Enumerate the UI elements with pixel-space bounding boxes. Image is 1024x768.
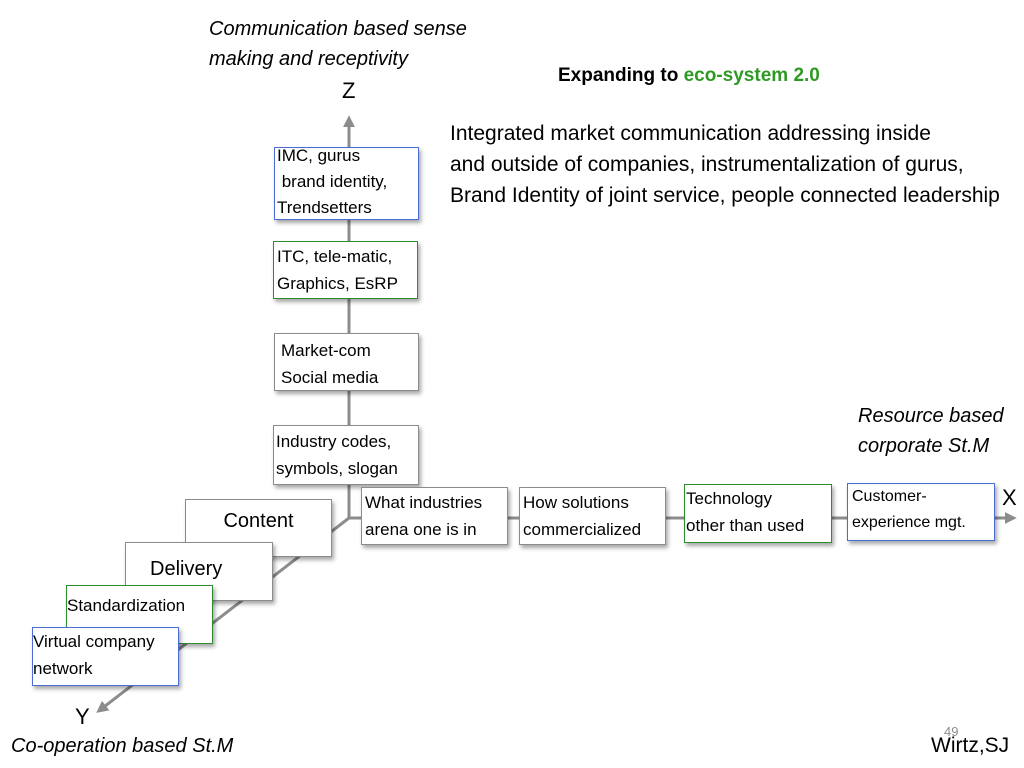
x-box-technology-line-2: other than used [686,516,805,535]
y-axis-letter: Y [75,704,90,729]
y-box-virtual-company: Virtual company network [32,627,179,686]
z-box-imc-gurus: IMC, gurus brand identity, Trendsetters [274,146,419,220]
x-box-customer-line-1: Customer- [852,488,927,505]
x-box-arena-line-1: What industries [365,493,483,512]
z-box-market-line-2: Social media [281,368,379,387]
z-box-imc-line-2: brand identity, [277,172,388,191]
z-box-market-line-1: Market-com [281,341,371,360]
x-box-solutions-line-2: commercialized [523,520,642,539]
y-box-virtual-line-2: network [33,659,93,678]
z-box-industry-line-2: symbols, slogan [276,459,398,478]
x-axis-caption-line-1: Resource based [858,405,1004,427]
description-text: Integrated market communication addressi… [450,118,1000,211]
x-box-customer-experience: Customer- experience mgt. [847,483,995,541]
x-box-solutions: How solutions commercialized [519,487,666,545]
z-box-market-com: Market-com Social media [274,333,419,391]
description-line-3: Brand Identity of joint service, people … [450,184,1000,207]
x-axis-letter: X [1002,485,1017,510]
description-line-2: and outside of companies, instrumentaliz… [450,153,964,176]
title-highlight: eco-system 2.0 [683,65,820,86]
z-axis-caption-line-2: making and receptivity [209,48,408,70]
x-box-industries-arena: What industries arena one is in [361,487,508,545]
y-box-content-label: Content [223,510,294,532]
slide-title: Expanding to eco-system 2.0 [558,65,820,87]
y-box-virtual-line-1: Virtual company [33,632,155,651]
z-box-itc-line-1: ITC, tele-matic, [277,247,393,266]
z-axis-letter: Z [342,78,356,103]
x-axis-caption-line-2: corporate St.M [858,435,990,457]
y-box-standardization-label: Standardization [67,596,186,615]
x-box-solutions-line-1: How solutions [523,493,629,512]
x-box-customer-line-2: experience mgt. [852,514,966,531]
author-label: Wirtz,SJ [931,734,1010,757]
x-axis-caption: Resource based corporate St.M [858,401,1004,461]
x-box-arena-line-2: arena one is in [365,520,477,539]
y-box-delivery-label: Delivery [150,558,223,580]
z-axis-caption-line-1: Communication based sense [209,18,467,40]
z-box-industry-line-1: Industry codes, [276,432,392,451]
x-box-technology: Technology other than used [684,484,832,543]
z-box-industry-codes: Industry codes, symbols, slogan [273,425,419,485]
z-box-imc-line-1: IMC, gurus [277,146,361,165]
z-box-itc: ITC, tele-matic, Graphics, EsRP [273,241,418,299]
z-axis-caption: Communication based sense making and rec… [209,14,467,74]
z-box-imc-line-3: Trendsetters [277,198,372,217]
z-box-itc-line-2: Graphics, EsRP [277,274,398,293]
description-line-1: Integrated market communication addressi… [450,122,931,145]
page-number: 49 [944,724,959,739]
y-axis-caption: Co-operation based St.M [11,735,234,757]
title-prefix: Expanding to [558,65,684,86]
x-box-technology-line-1: Technology [686,489,773,508]
